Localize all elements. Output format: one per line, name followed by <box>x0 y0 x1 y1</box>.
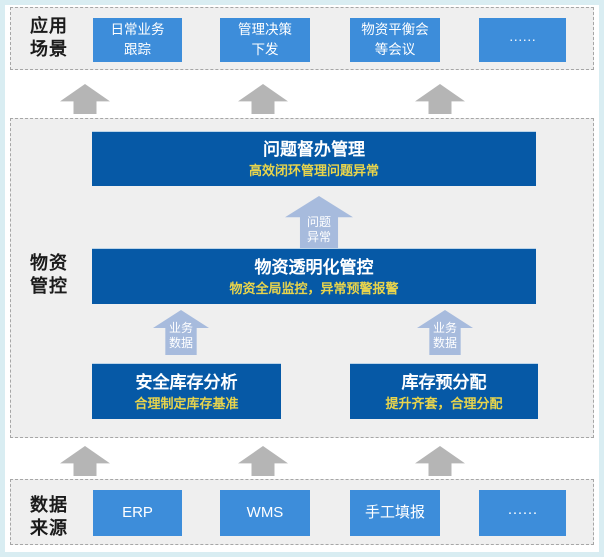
source-box-wms: WMS <box>220 490 310 536</box>
safety-stock-analysis-box: 安全库存分析 合理制定库存基准 <box>92 363 281 419</box>
safety-stock-analysis-title: 安全库存分析 <box>135 372 238 392</box>
problem-supervision-box: 问题督办管理 高效闭环管理问题异常 <box>92 131 536 186</box>
transparency-control-subtitle: 物资全局监控，异常预警报警 <box>229 280 399 296</box>
label-material-control: 物资 管控 <box>30 253 68 296</box>
app-box-daily-tracking: 日常业务 跟踪 <box>93 18 182 62</box>
label-data-sources: 数据 来源 <box>30 495 68 538</box>
transparency-control-box: 物资透明化管控 物资全局监控，异常预警报警 <box>92 248 536 304</box>
transparency-control-title: 物资透明化管控 <box>254 257 374 277</box>
app-box-decision-issuing: 管理决策 下发 <box>220 18 310 62</box>
problem-supervision-title: 问题督办管理 <box>263 140 365 160</box>
safety-stock-analysis-subtitle: 合理制定库存基准 <box>134 395 239 411</box>
app-box-balance-meeting: 物资平衡会 等会议 <box>350 18 440 62</box>
problem-supervision-subtitle: 高效闭环管理问题异常 <box>248 163 379 179</box>
source-box-erp: ERP <box>93 490 182 536</box>
source-box-more: ······ <box>479 490 566 536</box>
inventory-preallocation-title: 库存预分配 <box>401 372 487 392</box>
source-box-manual-entry: 手工填报 <box>350 490 440 536</box>
label-applications: 应用 场景 <box>30 16 68 59</box>
inventory-preallocation-subtitle: 提升齐套，合理分配 <box>385 395 503 411</box>
app-box-more: ······ <box>479 18 566 62</box>
inventory-preallocation-box: 库存预分配 提升齐套，合理分配 <box>350 363 538 419</box>
